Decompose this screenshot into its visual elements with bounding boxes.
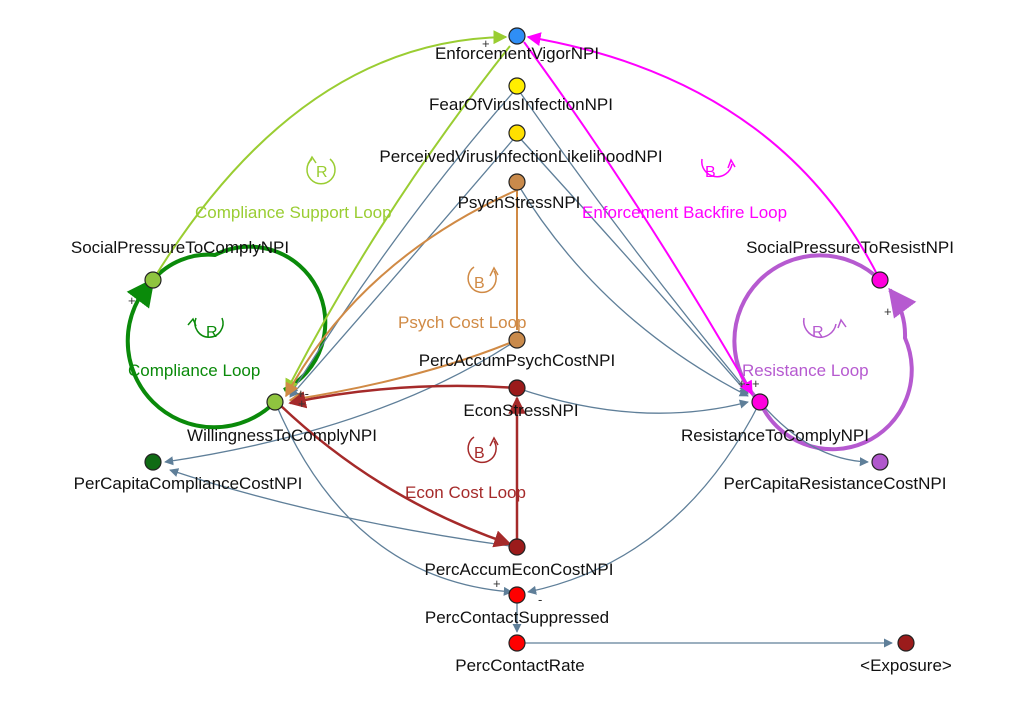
polarity-minus: - bbox=[540, 52, 544, 67]
node-label: PercContactSuppressed bbox=[425, 608, 609, 627]
loop-label-psych-cost: Psych Cost Loop bbox=[398, 313, 527, 332]
polarity-plus-minus: +- bbox=[738, 376, 750, 391]
node-label: SocialPressureToResistNPI bbox=[746, 238, 954, 257]
node-label: EnforcementVigorNPI bbox=[435, 44, 599, 63]
node-dot bbox=[508, 27, 526, 45]
loop-label-enforcement-backfire: Enforcement Backfire Loop bbox=[582, 203, 787, 222]
polarity-plus: + bbox=[482, 36, 490, 51]
loop-type-letter: B bbox=[705, 164, 716, 181]
node-willingness[interactable]: WillingnessToComplyNPI bbox=[187, 393, 377, 445]
default-edges bbox=[164, 87, 893, 648]
econ-cost-edges bbox=[279, 384, 526, 548]
loop-marker-compliance: R bbox=[187, 317, 224, 341]
node-perc-contact-suppressed[interactable]: PercContactSuppressed bbox=[425, 586, 609, 627]
loop-marker-econ-cost: B bbox=[467, 436, 499, 464]
node-label: <Exposure> bbox=[860, 656, 952, 675]
loop-marker-psych-cost: B bbox=[467, 266, 499, 294]
loop-type-letter: B bbox=[474, 445, 485, 462]
node-dot bbox=[144, 271, 162, 289]
node-fear-virus[interactable]: FearOfVirusInfectionNPI bbox=[429, 77, 613, 114]
loop-label-resistance: Resistance Loop bbox=[742, 361, 869, 380]
loop-label-econ-cost: Econ Cost Loop bbox=[405, 483, 526, 502]
node-label: ResistanceToComplyNPI bbox=[681, 426, 869, 445]
node-dot bbox=[508, 331, 526, 349]
node-label: PercContactRate bbox=[455, 656, 584, 675]
node-label: PerCapitaResistanceCostNPI bbox=[724, 474, 947, 493]
polarity-minus: - bbox=[538, 592, 542, 607]
node-perceived-likelihood[interactable]: PerceivedVirusInfectionLikelihoodNPI bbox=[379, 124, 663, 166]
node-dot bbox=[508, 586, 526, 604]
node-label: WillingnessToComplyNPI bbox=[187, 426, 377, 445]
node-exposure[interactable]: <Exposure> bbox=[860, 634, 952, 675]
node-label: FearOfVirusInfectionNPI bbox=[429, 95, 613, 114]
polarity-plus: + bbox=[128, 293, 136, 308]
node-dot bbox=[508, 77, 526, 95]
polarity-marks: + - + + +- + +- + + - bbox=[128, 36, 892, 607]
node-label: PercAccumEconCostNPI bbox=[425, 560, 614, 579]
node-dot bbox=[144, 453, 162, 471]
loop-type-letter: R bbox=[206, 324, 218, 341]
psych-cost-edges bbox=[285, 189, 518, 406]
node-dot bbox=[897, 634, 915, 652]
loop-label-compliance: Compliance Loop bbox=[128, 361, 260, 380]
node-label: SocialPressureToComplyNPI bbox=[71, 238, 289, 257]
node-dot bbox=[508, 634, 526, 652]
loop-marker-enforcement-backfire: B bbox=[701, 158, 736, 181]
node-dot bbox=[508, 379, 526, 397]
node-resistance[interactable]: ResistanceToComplyNPI bbox=[681, 393, 869, 445]
enforcement-backfire-edges bbox=[523, 32, 881, 396]
node-perc-accum-econ[interactable]: PercAccumEconCostNPI bbox=[425, 538, 614, 579]
polarity-plus: + bbox=[493, 576, 501, 591]
node-label: PercAccumPsychCostNPI bbox=[419, 351, 616, 370]
node-label: PerceivedVirusInfectionLikelihoodNPI bbox=[379, 147, 662, 166]
node-perc-accum-psych[interactable]: PercAccumPsychCostNPI bbox=[419, 331, 616, 370]
loop-label-compliance-support: Compliance Support Loop bbox=[195, 203, 392, 222]
polarity-plus: + bbox=[884, 304, 892, 319]
polarity-plus: + bbox=[298, 396, 306, 411]
node-econ-stress[interactable]: EconStressNPI bbox=[463, 379, 579, 420]
node-label: PsychStressNPI bbox=[458, 193, 581, 212]
node-dot bbox=[751, 393, 769, 411]
node-dot bbox=[871, 271, 889, 289]
node-social-comply[interactable]: SocialPressureToComplyNPI bbox=[71, 238, 289, 289]
node-dot bbox=[508, 124, 526, 142]
node-dot bbox=[508, 538, 526, 556]
polarity-plus: + bbox=[752, 376, 760, 391]
node-enforcement-vigor[interactable]: EnforcementVigorNPI bbox=[435, 27, 599, 63]
loop-type-letter: B bbox=[474, 275, 485, 292]
compliance-support-edges bbox=[152, 30, 511, 394]
loop-type-letter: R bbox=[812, 324, 824, 341]
node-psych-stress[interactable]: PsychStressNPI bbox=[458, 173, 581, 212]
node-percap-resistance[interactable]: PerCapitaResistanceCostNPI bbox=[724, 453, 947, 493]
polarity-plus-minus: +- bbox=[297, 386, 309, 401]
node-social-resist[interactable]: SocialPressureToResistNPI bbox=[746, 238, 954, 289]
loop-marker-resistance: R bbox=[802, 317, 847, 341]
node-percap-compliance[interactable]: PerCapitaComplianceCostNPI bbox=[74, 453, 303, 493]
node-dot bbox=[266, 393, 284, 411]
node-label: EconStressNPI bbox=[463, 401, 578, 420]
node-label: PerCapitaComplianceCostNPI bbox=[74, 474, 303, 493]
node-dot bbox=[871, 453, 889, 471]
loop-type-letter: R bbox=[316, 164, 328, 181]
resistance-loop-circle bbox=[732, 253, 917, 452]
node-dot bbox=[508, 173, 526, 191]
loop-marker-compliance-support: R bbox=[306, 155, 336, 185]
node-perc-contact-rate[interactable]: PercContactRate bbox=[455, 634, 585, 675]
